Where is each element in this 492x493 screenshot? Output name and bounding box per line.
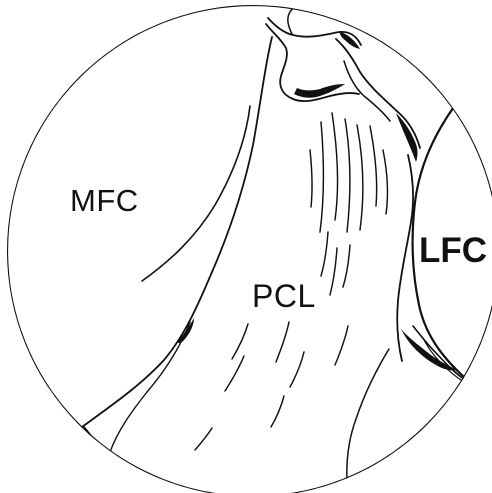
notch-shadow-mark (294, 84, 345, 98)
pcl-fiber (335, 326, 348, 365)
pcl-fiber (332, 113, 338, 220)
pcl-fiber (345, 119, 350, 232)
lower-right-contour (347, 349, 389, 481)
pcl-fiber (383, 150, 387, 214)
pcl-fiber (370, 126, 377, 206)
pcl-fiber (271, 396, 284, 427)
notch-right-wall-detail (344, 61, 390, 121)
mfc-inner-boundary (142, 106, 250, 281)
medial-femoral-condyle-boundary (82, 37, 272, 427)
lfc-label: LFC (419, 233, 487, 268)
pcl-fiber (276, 322, 289, 362)
lower-left-shadow-mark (177, 318, 194, 343)
notch-top-detail (288, 3, 321, 34)
pcl-fiber (330, 248, 337, 295)
pcl-fiber (321, 232, 328, 276)
pcl-fiber (310, 150, 312, 207)
pcl-fiber (290, 352, 304, 387)
lower-tibial-contour (84, 427, 168, 493)
pcl-label: PCL (252, 280, 316, 312)
pcl-fiber (357, 125, 363, 230)
pcl-right-contour (397, 155, 413, 361)
pcl-fiber (195, 428, 212, 450)
pcl-fiber (320, 122, 324, 232)
pcl-fiber (343, 245, 350, 287)
pcl-fiber (225, 356, 244, 391)
pcl-fiber (232, 324, 248, 359)
mfc-label: MFC (70, 185, 139, 216)
